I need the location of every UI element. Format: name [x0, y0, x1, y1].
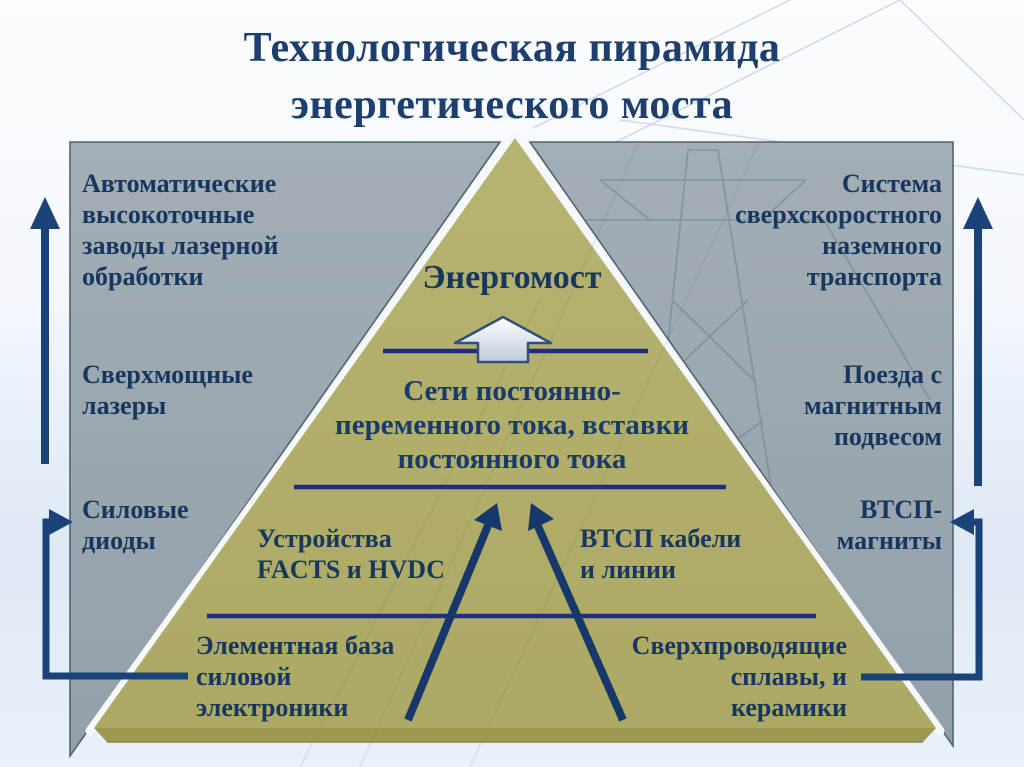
left-column-top-label: Автоматические высокоточные заводы лазер…: [82, 169, 279, 291]
pyramid-level2-label: Сети постоянно- переменного тока, вставк…: [334, 375, 690, 475]
pyramid-level4-right-label: Сверхпроводящие сплавы, и керамики: [631, 631, 847, 722]
right-column-middle-label: Поезда с магнитным подвесом: [803, 360, 942, 451]
diagonal-up-arrow-left-head: [474, 503, 502, 531]
right-elbow-arrow-head: [950, 509, 974, 535]
right-column-top-label: Система сверхскоростного наземного транс…: [735, 169, 942, 291]
left-up-arrow-head: [30, 197, 60, 229]
pyramid-apex-label: Энергомост: [422, 259, 602, 296]
pyramid-level3-left-label: Устройства FACTS и HVDC: [257, 524, 445, 584]
slide-title: Технологическая пирамида энергетического…: [243, 25, 781, 128]
pyramid-base-bevel: [94, 728, 936, 742]
right-elbow-connector: [861, 518, 983, 681]
right-column-bottom-label: ВТСП- магниты: [836, 495, 942, 555]
outer-flow-arrows: [30, 197, 993, 486]
diagonal-up-arrow-right-head: [528, 503, 554, 531]
left-column-bottom-label: Силовые диоды: [82, 495, 189, 555]
left-column-middle-label: Сверхмощные лазеры: [82, 360, 253, 420]
inner-flow-arrows: [404, 503, 627, 722]
diagonal-up-arrow-left: [404, 521, 493, 722]
diagonal-up-arrow-right: [533, 522, 627, 722]
left-elbow-arrow-head: [49, 509, 73, 535]
pyramid-shape: [94, 138, 936, 728]
up-block-arrow-icon: [453, 315, 553, 364]
pyramid-level3-right-label: ВТСП кабели и линии: [580, 524, 742, 584]
feed-connectors: [42, 509, 983, 681]
right-up-arrow-head: [963, 197, 993, 229]
pyramid-level4-left-label: Элементная база силовой электроники: [196, 631, 395, 722]
pyramid-edge-glow: [85, 132, 945, 736]
pyramid-wire-shadows: [299, 139, 761, 767]
